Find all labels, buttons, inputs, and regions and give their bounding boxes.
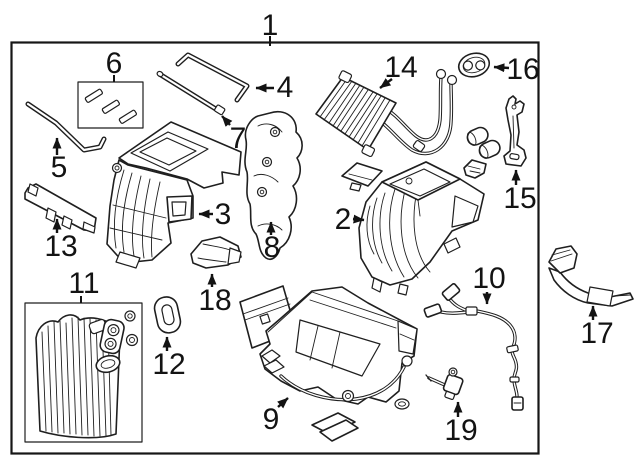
- part-4-rod-drawing: [175, 52, 250, 103]
- callout-2: 2: [335, 203, 365, 236]
- callout-18: 18: [198, 273, 232, 317]
- part-8-side-bracket-drawing: [244, 111, 303, 261]
- callout-16-label: 16: [506, 53, 539, 86]
- callout-14-label: 14: [384, 51, 417, 84]
- callout-10: 10: [472, 262, 506, 305]
- callout-5: 5: [51, 137, 68, 184]
- part-7-seal-strip-drawing: [156, 70, 226, 116]
- callout-15-label: 15: [503, 182, 536, 215]
- callout-2-label: 2: [335, 203, 352, 236]
- part-15-bracket-drawing: [503, 95, 527, 167]
- callout-5-label: 5: [51, 151, 68, 184]
- callout-1-label: 1: [262, 9, 279, 42]
- foam-roller-seals-drawing: [466, 126, 501, 159]
- part-2-main-case-drawing: [358, 161, 485, 296]
- callout-12-label: 12: [152, 348, 185, 381]
- callouts: 1 2 3 4 5 6 7 8: [44, 9, 613, 447]
- callout-18-label: 18: [198, 284, 231, 317]
- wedge-cover-drawing: [341, 162, 383, 192]
- callout-17-label: 17: [580, 317, 613, 350]
- small-clip-drawing: [463, 159, 487, 179]
- callout-11: 11: [68, 267, 100, 303]
- callout-12: 12: [152, 336, 186, 381]
- callout-16: 16: [493, 53, 540, 86]
- callout-7: 7: [221, 115, 247, 155]
- callout-6-label: 6: [106, 47, 123, 80]
- part-10-wiring-harness-drawing: [423, 283, 524, 411]
- part-3-ribs: [109, 169, 167, 259]
- callout-14: 14: [379, 51, 418, 89]
- part-13-mounting-bar-drawing: [24, 183, 97, 234]
- callout-14-arrow: [379, 78, 393, 89]
- o-ring-bottom: [125, 333, 139, 347]
- callout-19: 19: [444, 401, 478, 447]
- part-19-sensor-drawing: [425, 367, 464, 401]
- callout-19-label: 19: [444, 414, 477, 447]
- callout-13: 13: [44, 218, 78, 263]
- callout-6: 6: [106, 47, 123, 82]
- callout-8: 8: [264, 221, 281, 264]
- callout-1: 1: [262, 9, 279, 46]
- callout-9-label: 9: [263, 403, 280, 436]
- part-5-rod-drawing: [25, 101, 107, 153]
- callout-17: 17: [580, 305, 614, 350]
- part-14-fins: [319, 78, 391, 147]
- callout-16-arrow: [493, 63, 510, 73]
- callout-15: 15: [503, 169, 537, 215]
- callout-2-arrow: [352, 214, 365, 224]
- part-12-seal-grommet-drawing: [153, 296, 182, 334]
- assembly-boundary-box: [10, 41, 540, 455]
- callout-3-label: 3: [215, 198, 232, 231]
- part-6-strip-kit-drawing: [77, 81, 144, 129]
- folded-pad-drawing: [311, 412, 359, 442]
- callout-9-arrow: [277, 397, 289, 409]
- callout-7-label: 7: [230, 122, 247, 155]
- callout-13-label: 13: [44, 230, 77, 263]
- callout-4: 4: [255, 71, 294, 104]
- part-9-lower-case-drawing: [259, 286, 418, 410]
- part-11-pipe-flange: [99, 318, 125, 355]
- callout-9: 9: [263, 397, 289, 436]
- part-3-upper-case-drawing: [106, 121, 242, 269]
- o-ring-top: [124, 310, 136, 322]
- callout-7-arrow: [221, 115, 233, 127]
- part-11-evaporator-kit-drawing: [24, 302, 143, 443]
- callout-11-label: 11: [68, 267, 99, 300]
- part-18-bracket-drawing: [190, 236, 242, 269]
- part-17-outlet-duct-drawing: [548, 245, 634, 307]
- callout-8-label: 8: [264, 231, 281, 264]
- part-14-heater-core-drawing: [315, 68, 458, 158]
- part-16-grommet-drawing: [457, 52, 491, 78]
- callout-10-label: 10: [472, 262, 505, 295]
- callout-3: 3: [198, 198, 232, 231]
- callout-4-label: 4: [277, 71, 294, 104]
